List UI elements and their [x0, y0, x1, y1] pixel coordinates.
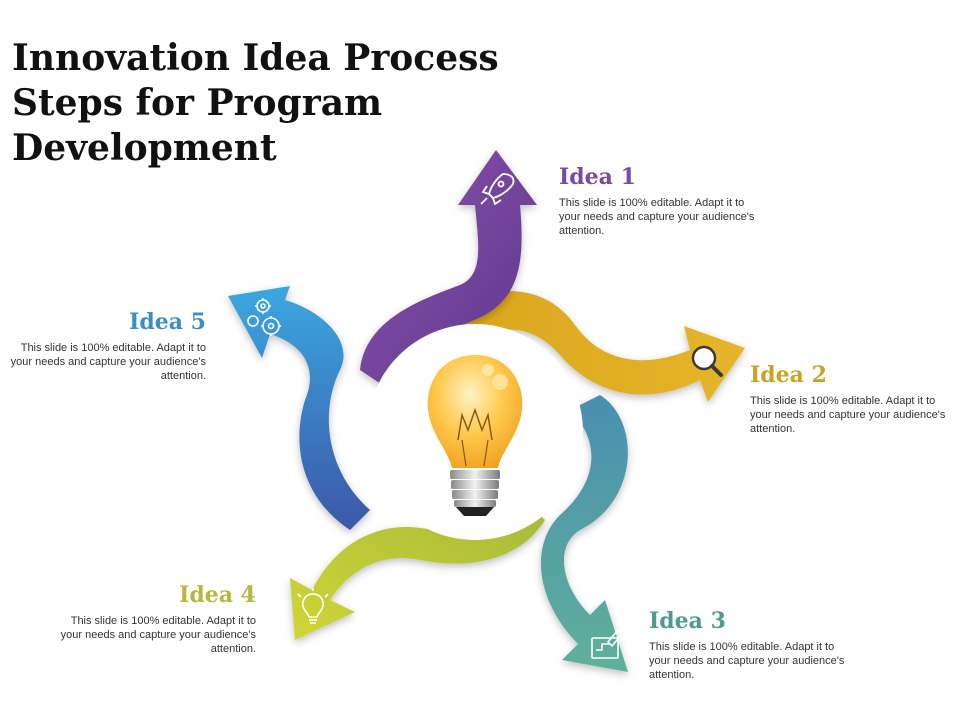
idea-5-text: This slide is 100% editable. Adapt it to… [10, 342, 206, 382]
idea-2-text: This slide is 100% editable. Adapt it to… [750, 395, 946, 435]
blueprint-pencil-icon [591, 628, 624, 659]
idea-3-heading: Idea 3 [649, 608, 726, 634]
idea-5-heading: Idea 5 [129, 309, 206, 335]
idea-2-block: Idea 2 This slide is 100% editable. Adap… [750, 362, 950, 436]
idea-4-block: Idea 4 This slide is 100% editable. Adap… [56, 582, 256, 656]
rocket-icon [480, 173, 515, 206]
idea-1-block: Idea 1 This slide is 100% editable. Adap… [559, 164, 759, 238]
center-lightbulb-icon [427, 355, 523, 516]
gears-icon [247, 298, 281, 336]
idea-1-heading: Idea 1 [559, 164, 636, 190]
lightbulb-icon [297, 588, 329, 624]
idea-4-text: This slide is 100% editable. Adapt it to… [60, 615, 256, 655]
idea-2-heading: Idea 2 [750, 362, 827, 388]
slide-title: Innovation Idea Process Steps for Progra… [12, 37, 499, 169]
idea-4-heading: Idea 4 [179, 582, 256, 608]
idea-3-text: This slide is 100% editable. Adapt it to… [649, 641, 845, 681]
idea-5-block: Idea 5 This slide is 100% editable. Adap… [6, 309, 206, 383]
magnifier-icon [691, 345, 723, 377]
arrow-idea-5 [228, 286, 370, 530]
arrow-idea-2 [450, 291, 745, 402]
arrow-idea-3 [540, 395, 628, 672]
idea-1-text: This slide is 100% editable. Adapt it to… [559, 197, 755, 237]
idea-3-block: Idea 3 This slide is 100% editable. Adap… [649, 608, 849, 682]
arrow-idea-1 [360, 150, 537, 390]
